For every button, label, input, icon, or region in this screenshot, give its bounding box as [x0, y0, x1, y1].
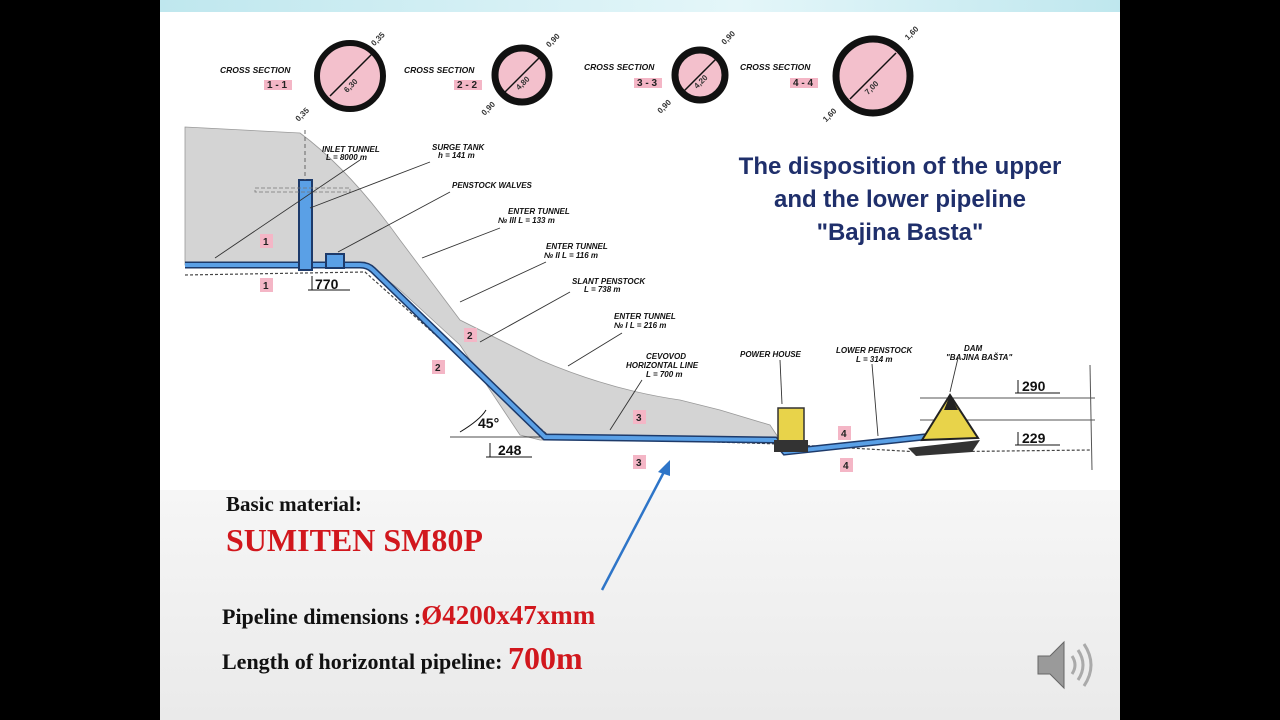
cross-section-3-id: 3 - 3: [637, 78, 657, 89]
section-marker: 3: [636, 458, 642, 469]
horizontal-line-length: L = 700 m: [646, 370, 683, 379]
cross-section-4-label: CROSS SECTION: [740, 62, 811, 72]
pipeline-dimensions-label: Pipeline dimensions :: [222, 604, 422, 629]
power-house-label: POWER HOUSE: [740, 350, 802, 359]
slide-top-bar: [160, 0, 1120, 12]
inlet-tunnel-label: INLET TUNNEL: [322, 145, 380, 154]
cross-section-4-thickness-top: 1,60: [903, 24, 921, 42]
cross-section-1-thickness-top: 0,35: [369, 30, 387, 48]
power-house: [774, 407, 808, 452]
cross-section-3-thickness-top: 0,90: [720, 29, 738, 47]
cross-section-2: CROSS SECTION 2 - 2 4,80 0,90 0,90: [404, 31, 562, 117]
penstock-valves-label: PENSTOCK WALVES: [452, 181, 533, 190]
elevation-229-label: 229: [1022, 430, 1046, 446]
basic-material-value: SUMITEN SM80P: [226, 522, 483, 558]
cross-section-2-thickness-top: 0,90: [544, 31, 562, 49]
section-marker: 2: [435, 363, 441, 374]
horizontal-length-label: Length of horizontal pipeline:: [222, 649, 509, 674]
cross-section-2-label: CROSS SECTION: [404, 65, 475, 75]
section-markers: 1 1 2 2 3 3 4 4: [260, 234, 853, 472]
horizontal-length-value: 700m: [508, 640, 583, 676]
terrain: [184, 126, 781, 441]
slide: CROSS SECTION 1 - 1 6,30 0,35 0,35 CROSS…: [160, 0, 1120, 720]
cross-section-4-thickness-bottom: 1,60: [821, 106, 839, 124]
cross-section-4-id: 4 - 4: [793, 78, 813, 89]
section-marker: 4: [843, 461, 849, 472]
elevation-248-label: 248: [498, 442, 522, 458]
dam-label: DAM: [964, 344, 983, 353]
speaker-icon[interactable]: [1030, 630, 1100, 700]
cross-section-4: CROSS SECTION 4 - 4 7,00 1,60 1,60: [740, 24, 921, 124]
inlet-tunnel-length: L = 8000 m: [326, 153, 367, 162]
cross-section-3: CROSS SECTION 3 - 3 4,20 0,90 0,90: [584, 29, 737, 116]
enter-tunnel-2-label: ENTER TUNNEL: [546, 242, 608, 251]
dam-name-label: "BAJINA BAŠTA": [946, 353, 1012, 362]
elevation-770-label: 770: [315, 276, 339, 292]
cross-section-3-thickness-bottom: 0,90: [656, 98, 674, 116]
lower-penstock-length: L = 314 m: [856, 355, 893, 364]
penstock-valves: [325, 253, 345, 269]
section-marker: 2: [467, 331, 473, 342]
elevation-770: 770: [308, 276, 350, 292]
cross-section-1: CROSS SECTION 1 - 1 6,30 0,35 0,35: [220, 30, 387, 123]
elevation-290: 290: [1015, 378, 1060, 394]
title-line-2: and the lower pipeline: [773, 186, 1027, 213]
horizontal-line-label: HORIZONTAL LINE: [626, 361, 699, 370]
pipeline-dimensions-row: Pipeline dimensions :Ø4200x47xmm: [222, 600, 595, 631]
enter-tunnel-2-info: № II L = 116 m: [544, 251, 598, 260]
basic-material-label: Basic material:: [226, 492, 362, 516]
angle-arc: [459, 409, 487, 433]
dam: [908, 393, 980, 456]
elevation-248: 248: [486, 442, 532, 458]
slant-penstock-length: L = 738 m: [584, 285, 621, 294]
title-line-3: "Bajina Basta": [816, 219, 984, 246]
section-marker: 1: [263, 237, 269, 248]
cross-section-3-label: CROSS SECTION: [584, 62, 655, 72]
pipeline-diagram: CROSS SECTION 1 - 1 6,30 0,35 0,35 CROSS…: [184, 24, 1095, 472]
leader-lines: [214, 159, 959, 437]
elevation-229: 229: [1015, 430, 1060, 446]
surge-tank-label: SURGE TANK: [432, 143, 486, 152]
enter-tunnel-1-info: № I L = 216 m: [614, 321, 666, 330]
slide-title: The disposition of the upper and the low…: [700, 150, 1100, 249]
cross-section-2-thickness-bottom: 0,90: [480, 100, 498, 118]
section-marker: 1: [263, 281, 269, 292]
slant-penstock-label: SLANT PENSTOCK: [572, 277, 646, 286]
lower-penstock-label: LOWER PENSTOCK: [836, 346, 914, 355]
cevovod-label: CEVOVOD: [646, 352, 686, 361]
title-line-1: The disposition of the upper: [738, 153, 1062, 180]
section-marker: 4: [841, 429, 847, 440]
cross-section-2-id: 2 - 2: [457, 80, 477, 91]
cross-section-1-badge: [264, 80, 292, 90]
enter-tunnel-3-label: ENTER TUNNEL: [508, 207, 570, 216]
cross-section-1-thickness-bottom: 0,35: [294, 106, 312, 124]
cross-section-1-label: CROSS SECTION: [220, 65, 291, 75]
enter-tunnel-1-label: ENTER TUNNEL: [614, 312, 676, 321]
cross-section-1-id: 1 - 1: [267, 80, 287, 91]
elevation-290-label: 290: [1022, 378, 1046, 394]
horizontal-length-row: Length of horizontal pipeline: 700m: [222, 640, 583, 677]
enter-tunnel-3-info: № III L = 133 m: [498, 216, 555, 225]
surge-tank-height: h = 141 m: [438, 151, 475, 160]
section-marker: 3: [636, 413, 642, 424]
pipeline-dimensions-value: Ø4200x47xmm: [421, 600, 596, 630]
angle-label: 45°: [478, 415, 499, 431]
